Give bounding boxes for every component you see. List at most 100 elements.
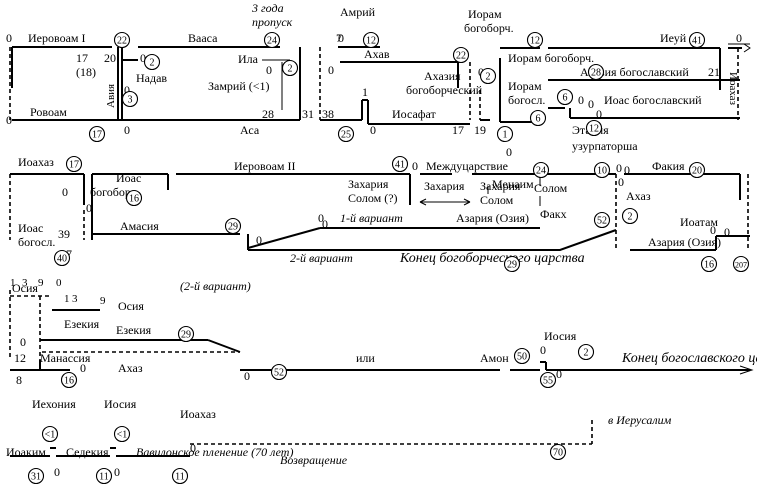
diagram-label: Замрий (<1)	[208, 79, 270, 93]
diagram-label: 39	[58, 227, 70, 241]
diagram-label: 20	[104, 51, 116, 65]
reign-duration-circle: 2	[577, 343, 595, 361]
diagram-label: Ахазия	[424, 69, 461, 83]
reign-duration-circle: 29	[224, 217, 242, 235]
reign-duration-circle: 2	[281, 59, 299, 77]
reign-line	[548, 107, 740, 119]
reign-line	[10, 360, 70, 371]
diagram-label: богоборч.	[464, 21, 514, 35]
reign-duration-circle: 11	[95, 467, 113, 485]
reign-line	[121, 46, 280, 120]
reign-line	[11, 46, 112, 88]
year-number-label: 9	[38, 277, 44, 289]
diagram-label: 38	[322, 107, 334, 121]
reign-duration-value: 6	[563, 93, 568, 104]
reign-duration-value: <1	[117, 430, 128, 441]
reign-duration-value: 70	[553, 448, 563, 459]
diagram-label: Факх	[540, 207, 567, 221]
reign-duration-circle: 2	[479, 67, 497, 85]
reign-duration-value: <1	[45, 430, 56, 441]
year-zero-label: 0	[328, 63, 334, 77]
reign-line	[739, 365, 754, 375]
reign-duration-value: 12	[366, 36, 376, 47]
reign-duration-value: 41	[395, 160, 405, 171]
year-zero-label: 0	[20, 335, 26, 349]
reign-duration-circle: 16	[125, 189, 143, 207]
diagram-label: 17	[76, 51, 88, 65]
year-zero-label: 0	[140, 51, 146, 65]
year-zero-label: 0	[370, 123, 376, 137]
year-zero-label: 0	[6, 31, 12, 45]
diagram-label: пропуск	[252, 15, 293, 29]
diagram-label: Возвращение	[280, 453, 348, 467]
reign-duration-circle: 22	[113, 31, 131, 49]
reign-duration-value: 2	[628, 212, 633, 223]
reign-duration-value: 25	[341, 130, 351, 141]
diagram-label: в Иерусалим	[608, 413, 672, 427]
reign-duration-circle: 11	[171, 467, 189, 485]
reign-line	[190, 420, 593, 445]
reign-duration-circle: 2	[143, 53, 161, 71]
reign-duration-value: 1	[503, 130, 508, 141]
reign-duration-circle: <1	[113, 425, 131, 443]
reign-duration-circle: 17	[88, 125, 106, 143]
reign-duration-circle: 24	[263, 31, 281, 49]
reign-duration-value: 22	[456, 51, 466, 62]
reign-duration-circle: 41	[688, 31, 706, 49]
diagram-label: Конец богославского царства	[621, 351, 757, 366]
year-zero-label: 0	[80, 361, 86, 375]
reign-line	[409, 173, 452, 205]
diagram-label: 17	[452, 123, 464, 137]
year-zero-label: 0	[266, 63, 272, 77]
diagram-label: 1-й вариант	[340, 211, 403, 225]
reign-duration-value: 17	[69, 160, 79, 171]
year-zero-label: 0	[624, 163, 630, 177]
reign-duration-value: 20	[692, 166, 702, 177]
reign-duration-value: 28	[591, 68, 601, 79]
diagram-label: Междуцарствие	[426, 159, 508, 173]
year-zero-label: 0	[322, 217, 328, 231]
diagram-label: Солом	[480, 193, 514, 207]
diagram-label: Иоас	[116, 171, 141, 185]
reign-duration-value: 40	[57, 254, 67, 265]
year-zero-label: 0	[244, 369, 250, 383]
diagram-label: Иоас богославский	[604, 93, 702, 107]
diagram-label: Захария	[480, 179, 521, 193]
diagram-label: Надав	[136, 71, 167, 85]
reign-duration-circle: 52	[593, 211, 611, 229]
diagram-label: Иосия	[104, 397, 137, 411]
year-zero-label: 0	[618, 175, 624, 189]
reign-duration-value: 2	[288, 64, 293, 75]
reign-duration-value: 52	[597, 216, 607, 227]
reign-line	[91, 173, 410, 240]
reign-duration-circle: 12	[585, 119, 603, 137]
year-zero-label: 0	[62, 185, 68, 199]
reign-duration-circle: 207	[732, 255, 750, 273]
year-zero-label: 0	[124, 83, 130, 97]
reign-duration-circle: 25	[337, 125, 355, 143]
reign-line	[630, 235, 750, 251]
reign-line	[248, 229, 617, 251]
diagram-label: Иорам богоборч.	[508, 51, 594, 65]
year-zero-label: 0	[190, 441, 196, 455]
diagram-label: Иоатам	[680, 215, 718, 229]
year-zero-label: 0	[86, 201, 92, 215]
diagram-label: богосл.	[18, 235, 55, 249]
diagram-label: 21	[708, 65, 720, 79]
reign-duration-value: 52	[274, 368, 284, 379]
diagram-label: Иорам	[508, 79, 542, 93]
diagram-label: 19	[474, 123, 486, 137]
diagram-label: Амрий	[340, 5, 376, 19]
year-zero-label: 0	[124, 123, 130, 137]
reign-duration-value: 16	[129, 194, 139, 205]
diagram-label: Езекия	[64, 317, 100, 331]
year-number-label: 3	[22, 277, 28, 289]
year-number-label: 0	[56, 277, 62, 289]
year-number-label: 1	[10, 277, 16, 289]
diagram-label: Азария (Озия)	[456, 211, 529, 225]
reign-duration-value: 207	[735, 261, 747, 270]
reign-duration-circle: 12	[526, 31, 544, 49]
diagram-label: Ахаз	[626, 189, 651, 203]
year-zero-label: 0	[114, 465, 120, 479]
